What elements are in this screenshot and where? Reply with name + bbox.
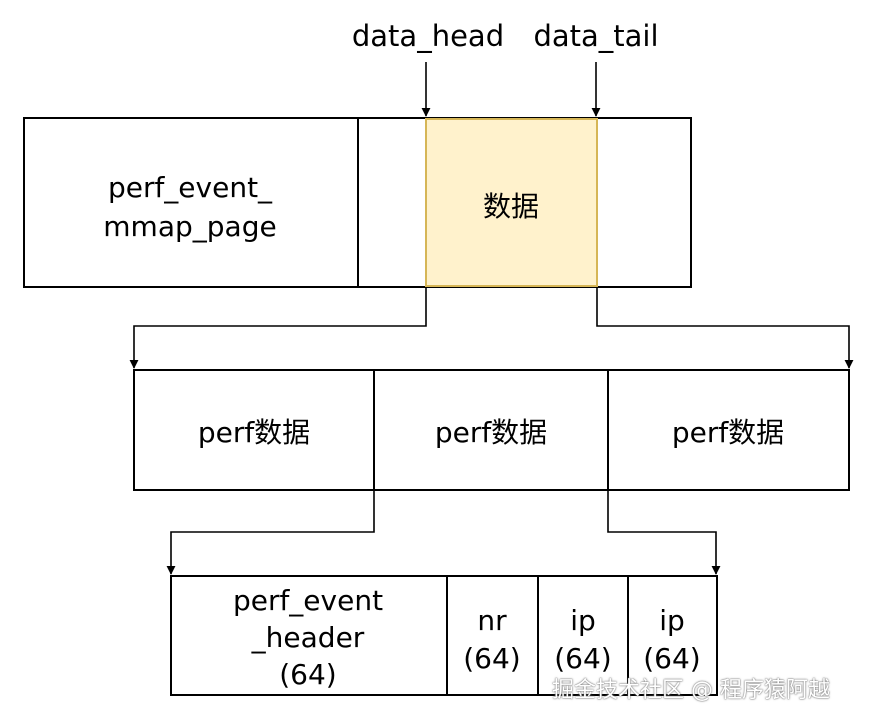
ip-field-box-2 <box>627 575 718 696</box>
mmap-page-box <box>23 117 359 288</box>
record-end-connector <box>607 490 721 575</box>
ip-field-size-2: (64) <box>643 642 700 675</box>
perf-record-box-1 <box>133 369 375 491</box>
data-region-highlight <box>425 118 598 287</box>
perf-record-box-3 <box>607 369 850 491</box>
perf-record-label-3: perf数据 <box>672 416 784 449</box>
header-field-box <box>170 575 448 696</box>
data-tail-label: data_tail <box>533 19 658 53</box>
data-region-label: 数据 <box>483 190 539 223</box>
nr-field-size: (64) <box>463 642 520 675</box>
data-end-connector <box>596 287 854 369</box>
header-field-line3: (64) <box>279 658 336 691</box>
ip-field-size-1: (64) <box>554 642 611 675</box>
nr-field-label: nr <box>477 604 507 637</box>
perf-record-label-1: perf数据 <box>198 416 310 449</box>
nr-field-box <box>446 575 539 696</box>
data-head-label: data_head <box>352 19 504 53</box>
ip-field-label-2: ip <box>659 604 685 637</box>
ip-field-label-1: ip <box>570 604 596 637</box>
ip-field-box-1 <box>537 575 629 696</box>
mmap-page-label-line2: mmap_page <box>103 210 276 243</box>
header-field-line2: _header <box>251 621 365 654</box>
mmap-page-label-line1: perf_event_ <box>108 171 273 204</box>
record-start-connector <box>166 490 375 575</box>
watermark: 掘金技术社区 @ 程序猿阿越 <box>552 678 830 703</box>
perf-record-label-2: perf数据 <box>435 416 547 449</box>
data-start-connector <box>129 287 427 369</box>
header-field-line1: perf_event <box>233 584 383 617</box>
